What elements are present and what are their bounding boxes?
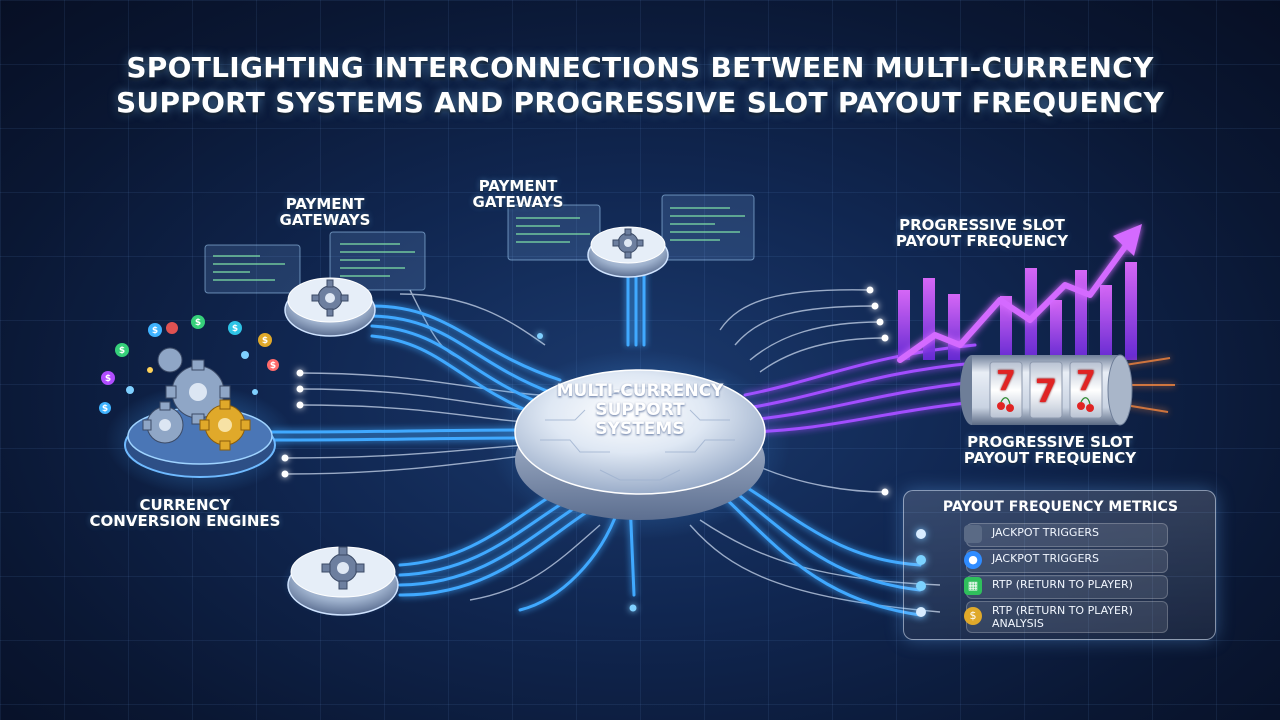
- payment-gateway-panels: [204, 194, 755, 294]
- central-hub: [490, 350, 790, 540]
- payment-gateways-top-line-1: PAYMENT: [478, 177, 558, 195]
- progressive-top-line-1: PROGRESSIVE SLOT: [899, 216, 1065, 234]
- title-line-1: SPOTLIGHTING INTERCONNECTIONS BETWEEN MU…: [126, 51, 1154, 84]
- cherry-icon: [1077, 397, 1094, 412]
- progressive-bottom-line-1: PROGRESSIVE SLOT: [967, 433, 1133, 451]
- payment-gateways-left-label: PAYMENT GATEWAYS: [255, 195, 395, 230]
- reel-symbol-1: 7: [996, 364, 1016, 397]
- payment-gateways-left-line-1: PAYMENT: [285, 195, 365, 213]
- slot-machine: [960, 354, 1175, 426]
- metrics-item: $ RTP (RETURN TO PLAYER) ANALYSIS: [916, 601, 1206, 633]
- bullet-dot-icon: [916, 555, 926, 565]
- blank-chip-icon: [964, 525, 982, 543]
- currency-engines-label: CURRENCY CONVERSION ENGINES: [60, 496, 310, 531]
- progressive-top-line-2: PAYOUT FREQUENCY: [895, 232, 1069, 251]
- svg-text:$: $: [232, 324, 238, 334]
- svg-text:$: $: [270, 361, 276, 371]
- progressive-top-label: PROGRESSIVE SLOT PAYOUT FREQUENCY: [862, 216, 1102, 251]
- thin-connector-lines: [284, 289, 941, 613]
- hub-label-line-2: SUPPORT: [595, 400, 685, 421]
- payment-gateways-top-label: PAYMENT GATEWAYS: [448, 177, 588, 212]
- cherry-icon: [997, 397, 1014, 412]
- trend-arrow: [897, 224, 1142, 363]
- currency-engine-cluster: [105, 347, 295, 495]
- currency-coins: $ $ $ $ $ $ $ $: [99, 315, 279, 414]
- bullet-dot-icon: [916, 529, 926, 539]
- title-line-2: SUPPORT SYSTEMS AND PROGRESSIVE SLOT PAY…: [115, 86, 1165, 119]
- payment-gateways-top-line-2: GATEWAYS: [472, 193, 564, 212]
- currency-engines-line-2: CONVERSION ENGINES: [89, 512, 281, 531]
- metrics-panel-title: PAYOUT FREQUENCY METRICS: [942, 499, 1179, 515]
- bullet-dot-icon: [916, 607, 926, 617]
- currency-engines-line-1: CURRENCY: [139, 496, 231, 514]
- reel-symbol-3: 7: [1076, 364, 1096, 397]
- metrics-item-label: RTP (RETURN TO PLAYER): [992, 578, 1133, 591]
- reel-symbol-2: 7: [1034, 372, 1058, 410]
- metrics-item-pill: [966, 601, 1168, 633]
- progressive-bottom-label: PROGRESSIVE SLOT PAYOUT FREQUENCY: [930, 433, 1170, 468]
- metrics-item-label: JACKPOT TRIGGERS: [992, 526, 1100, 539]
- hub-label: MULTI-CURRENCY SUPPORT SYSTEMS: [525, 381, 755, 440]
- svg-text:$: $: [119, 346, 125, 356]
- svg-text:$: $: [195, 318, 201, 328]
- payment-gateways-left-line-2: GATEWAYS: [279, 211, 371, 230]
- metrics-item-label: JACKPOT TRIGGERS: [992, 552, 1100, 565]
- page-title: SPOTLIGHTING INTERCONNECTIONS BETWEEN MU…: [40, 50, 1240, 120]
- gear-node-left: [284, 277, 376, 337]
- bullet-dot-icon: [916, 581, 926, 591]
- metrics-item: ● JACKPOT TRIGGERS: [916, 549, 1206, 573]
- metrics-item: ▦ RTP (RETURN TO PLAYER): [916, 575, 1206, 599]
- svg-text:$: $: [105, 374, 111, 384]
- metrics-item-label-line-1: RTP (RETURN TO PLAYER): [992, 604, 1133, 617]
- svg-text:$: $: [262, 336, 268, 346]
- metrics-item: JACKPOT TRIGGERS: [916, 523, 1206, 547]
- payout-metrics-panel: PAYOUT FREQUENCY METRICS JACKPOT TRIGGER…: [903, 490, 1216, 640]
- svg-text:$: $: [152, 326, 158, 336]
- progressive-bottom-line-2: PAYOUT FREQUENCY: [963, 449, 1137, 468]
- metrics-item-pill: [966, 523, 1168, 547]
- metrics-item-label: RTP (RETURN TO PLAYER) ANALYSIS: [992, 604, 1133, 630]
- hub-label-line-3: SYSTEMS: [595, 419, 685, 440]
- chat-bubble-icon: ●: [964, 551, 982, 569]
- gear-node-bottom: [281, 546, 405, 618]
- svg-text:$: $: [102, 404, 108, 414]
- gear-node-top: [587, 226, 669, 278]
- hub-label-line-1: MULTI-CURRENCY: [556, 381, 724, 401]
- calculator-icon: ▦: [964, 577, 982, 595]
- metrics-item-pill: [966, 549, 1168, 573]
- metrics-item-label-line-2: ANALYSIS: [992, 616, 1044, 630]
- coin-stack-icon: $: [964, 607, 982, 625]
